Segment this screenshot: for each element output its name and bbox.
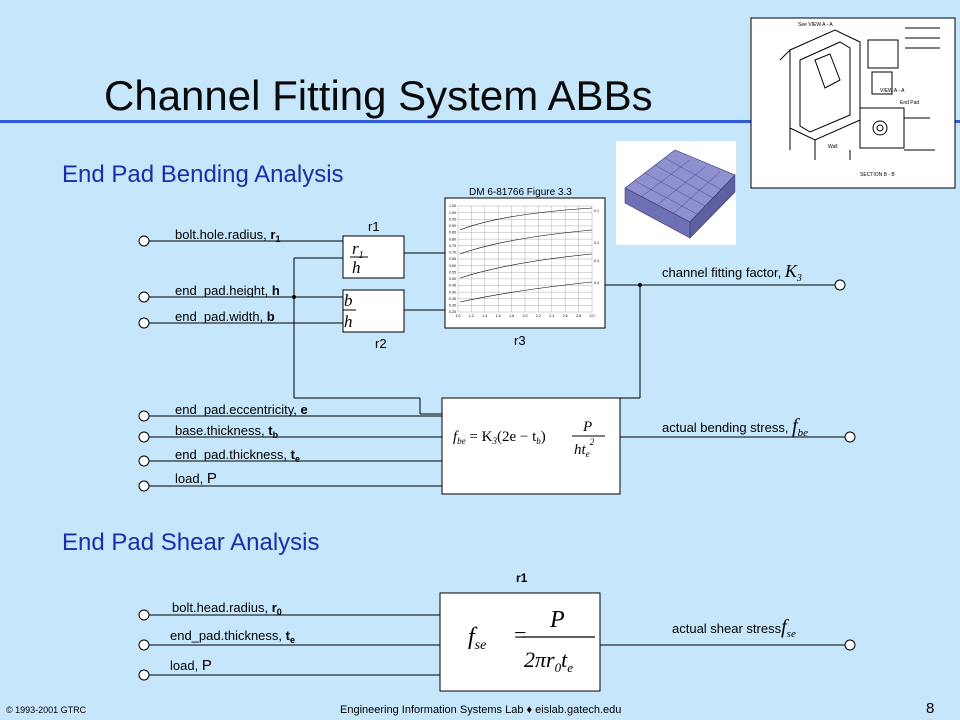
svg-text:r1: r1 bbox=[352, 239, 364, 261]
svg-text:h: h bbox=[344, 312, 353, 331]
label-base-thickness: base.thickness, tb bbox=[175, 423, 279, 440]
shear-relation-label: r1 bbox=[516, 571, 528, 585]
figure-caption: DM 6-81766 Figure 3.3 bbox=[469, 187, 572, 198]
label-shear-end-pad-thickness: end_pad.thickness, te bbox=[170, 628, 295, 645]
svg-text:hte2: hte2 bbox=[574, 437, 595, 459]
chart-x-tick-label: 1.8 bbox=[509, 314, 514, 318]
input-node-bolt-hole-radius[interactable] bbox=[138, 235, 150, 247]
chart-y-tick-label: 0.90 bbox=[449, 224, 456, 228]
output-node-channel-fitting-factor[interactable] bbox=[834, 279, 846, 291]
chart-x-tick-label: 2.6 bbox=[563, 314, 568, 318]
svg-text:b: b bbox=[344, 291, 353, 310]
chart-y-tick-label: 0.30 bbox=[449, 304, 456, 308]
section-heading-bending: End Pad Bending Analysis bbox=[62, 161, 344, 188]
svg-text:P: P bbox=[582, 419, 592, 435]
chart-y-tick-label: 0.45 bbox=[449, 284, 456, 288]
slide-title: Channel Fitting System ABBs bbox=[104, 72, 653, 119]
label-actual-shear-stress: actual shear stressfse bbox=[672, 616, 796, 640]
chart-y-tick-label: 0.50 bbox=[449, 277, 456, 281]
chart-curve-label: 0.3 bbox=[594, 259, 599, 263]
chart-y-tick-label: 0.25 bbox=[449, 310, 456, 314]
chart-y-tick-label: 0.80 bbox=[449, 237, 456, 241]
chart-x-tick-label: 3.0 bbox=[590, 314, 595, 318]
surface-plot-image bbox=[616, 141, 736, 245]
label-end-pad-width: end_pad.width, b bbox=[175, 309, 275, 324]
label-load: load, P bbox=[175, 470, 217, 487]
chart-y-tick-label: 0.95 bbox=[449, 217, 456, 221]
chart-y-tick-label: 0.40 bbox=[449, 290, 456, 294]
title-underline bbox=[0, 120, 960, 123]
input-node-bolt-head-radius[interactable] bbox=[138, 609, 150, 621]
input-node-shear-load[interactable] bbox=[138, 669, 150, 681]
footer-copyright: © 1993-2001 GTRC bbox=[6, 705, 87, 715]
page-number: 8 bbox=[926, 700, 935, 717]
svg-text:fse: fse bbox=[468, 624, 486, 653]
chart-x-tick-label: 2.2 bbox=[536, 314, 541, 318]
input-node-end-pad-thickness[interactable] bbox=[138, 455, 150, 467]
svg-text:P: P bbox=[549, 607, 565, 633]
bending-formula-box[interactable]: fbe = K3(2e − tb) P hte2 bbox=[441, 397, 621, 495]
label-actual-bending-stress: actual bending stress, fbe bbox=[662, 415, 808, 439]
relation-box-r2[interactable]: b h bbox=[342, 289, 405, 333]
label-shear-load: load, P bbox=[170, 657, 212, 674]
relation-box-r1[interactable]: r1 h bbox=[342, 235, 405, 279]
label-end-pad-height: end_pad.height, h bbox=[175, 283, 280, 298]
label-end-pad-thickness: end_pad.thickness, te bbox=[175, 447, 300, 464]
shear-connection-lines bbox=[149, 614, 845, 676]
section-heading-shear: End Pad Shear Analysis bbox=[62, 529, 320, 556]
label-end-pad-eccentricity: end_pad.eccentricity, e bbox=[175, 402, 308, 417]
bending-connection-lines bbox=[149, 240, 845, 487]
output-node-bending-stress[interactable] bbox=[844, 431, 856, 443]
diamond-icon: ♦ bbox=[526, 704, 533, 716]
label-bolt-hole-radius: bolt.hole.radius, r1 bbox=[175, 227, 280, 244]
chart-x-tick-label: 1.6 bbox=[496, 314, 501, 318]
shear-formula-box[interactable]: fse = P 2πr0te bbox=[439, 592, 601, 692]
svg-text:End Pad: End Pad bbox=[900, 100, 919, 106]
design-chart-figure[interactable]: DM 6-81766 Figure 3.3 1.05 1.00 0.95 0.90 0.… bbox=[444, 187, 606, 329]
svg-text:2πr0te: 2πr0te bbox=[524, 647, 573, 675]
chart-x-tick-label: 2.8 bbox=[576, 314, 581, 318]
label-channel-fitting-factor: channel fitting factor, K3 bbox=[662, 261, 802, 284]
chart-x-tick-label: 1.0 bbox=[456, 314, 461, 318]
footer-lab: Engineering Information Systems Lab ♦ ei… bbox=[340, 704, 622, 716]
svg-text:fbe = K3(2e − tb): fbe = K3(2e − tb) bbox=[453, 429, 546, 446]
chart-y-tick-label: 0.55 bbox=[449, 270, 456, 274]
chart-y-tick-label: 0.70 bbox=[449, 251, 456, 255]
channel-fitting-drawing-image: See VIEW A - A VIEW A - A End Pad SECTIO… bbox=[750, 17, 956, 189]
relation-label-r2: r2 bbox=[375, 336, 387, 351]
input-node-end-pad-height[interactable] bbox=[138, 291, 150, 303]
chart-curve-label: 0.2 bbox=[594, 241, 599, 245]
bending-input-labels: bolt.hole.radius, r1 end_pad.height, h e… bbox=[175, 227, 308, 487]
svg-text:SECTION B - B: SECTION B - B bbox=[860, 172, 895, 178]
chart-x-tick-label: 1.4 bbox=[482, 314, 487, 318]
chart-x-tick-label: 1.2 bbox=[469, 314, 474, 318]
chart-curve-label: 0.4 bbox=[594, 281, 599, 285]
svg-text:See VIEW A - A: See VIEW A - A bbox=[798, 22, 833, 28]
input-node-end-pad-width[interactable] bbox=[138, 317, 150, 329]
chart-y-tick-label: 0.35 bbox=[449, 297, 456, 301]
svg-text:h: h bbox=[352, 258, 361, 277]
chart-x-tick-label: 2.0 bbox=[523, 314, 528, 318]
chart-y-tick-label: 0.60 bbox=[449, 264, 456, 268]
svg-text:=: = bbox=[514, 622, 526, 647]
chart-x-tick-label: 2.4 bbox=[549, 314, 554, 318]
svg-text:VIEW A - A: VIEW A - A bbox=[880, 88, 905, 94]
chart-y-tick-label: 1.00 bbox=[449, 211, 456, 215]
label-bolt-head-radius: bolt.head.radius, r0 bbox=[172, 600, 282, 617]
input-node-end-pad-eccentricity[interactable] bbox=[138, 410, 150, 422]
chart-y-tick-label: 0.65 bbox=[449, 257, 456, 261]
input-node-load[interactable] bbox=[138, 480, 150, 492]
output-node-shear-stress[interactable] bbox=[844, 639, 856, 651]
shear-input-labels: bolt.head.radius, r0 end_pad.thickness, … bbox=[170, 600, 295, 674]
input-node-base-thickness[interactable] bbox=[138, 431, 150, 443]
relation-label-r3: r3 bbox=[514, 333, 526, 348]
chart-y-tick-label: 1.05 bbox=[449, 204, 456, 208]
chart-y-tick-label: 0.85 bbox=[449, 231, 456, 235]
relation-label-r1: r1 bbox=[368, 219, 380, 234]
svg-text:Wall: Wall bbox=[828, 144, 838, 150]
chart-curve-label: 0.1 bbox=[594, 209, 599, 213]
chart-y-tick-label: 0.75 bbox=[449, 244, 456, 248]
input-node-shear-end-pad-thickness[interactable] bbox=[138, 639, 150, 651]
